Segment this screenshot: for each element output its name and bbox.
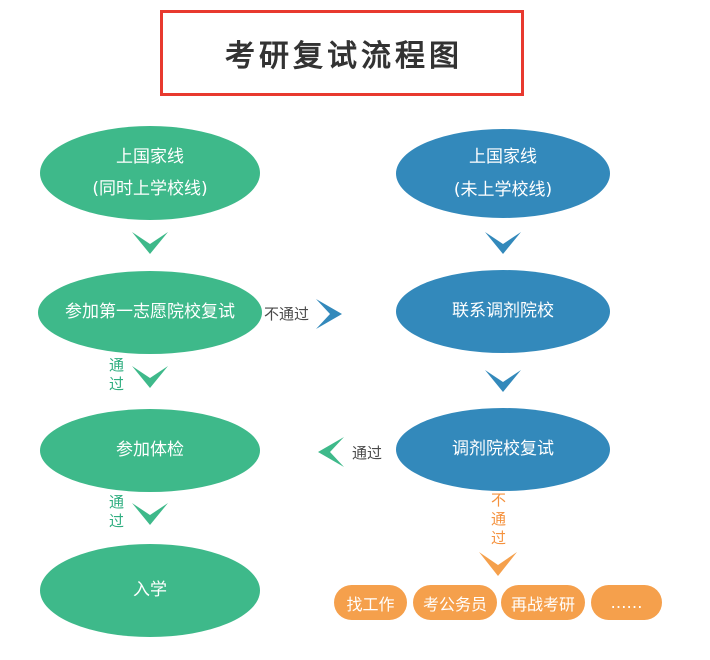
arrow-down-icon bbox=[479, 552, 517, 576]
pass-label: 通过 bbox=[352, 444, 383, 462]
outcome-ellipsis: …… bbox=[591, 585, 662, 620]
pass-label: 通过 bbox=[107, 494, 125, 532]
fail-label: 不通过 bbox=[264, 305, 310, 323]
pass-label: 通过 bbox=[107, 357, 125, 395]
arrow-down-icon bbox=[485, 232, 521, 254]
fail-label: 不通过 bbox=[489, 492, 507, 549]
node-text-line: 联系调剂院校 bbox=[452, 301, 554, 322]
node-adjustment-reexam: 调剂院校复试 bbox=[396, 408, 610, 491]
node-passed-national-and-school-line: 上国家线 (同时上学校线) bbox=[40, 126, 260, 220]
node-physical-exam: 参加体检 bbox=[40, 409, 260, 492]
node-passed-national-not-school-line: 上国家线 (未上学校线) bbox=[396, 129, 610, 218]
arrow-down-icon bbox=[132, 366, 168, 388]
arrow-down-icon bbox=[132, 503, 168, 525]
node-text-line: 入学 bbox=[133, 580, 167, 601]
node-contact-adjustment-school: 联系调剂院校 bbox=[396, 270, 610, 353]
node-text-line: 参加第一志愿院校复试 bbox=[65, 302, 235, 323]
arrow-down-icon bbox=[485, 370, 521, 392]
title-box: 考研复试流程图 bbox=[160, 10, 524, 96]
node-text-line: (未上学校线) bbox=[453, 179, 553, 200]
arrow-left-icon bbox=[318, 437, 344, 467]
node-enrollment: 入学 bbox=[40, 544, 260, 637]
outcome-civil-service-exam: 考公务员 bbox=[413, 585, 497, 620]
outcome-retake-exam: 再战考研 bbox=[501, 585, 585, 620]
node-text-line: 上国家线 bbox=[469, 147, 537, 168]
page-title: 考研复试流程图 bbox=[225, 39, 463, 74]
arrow-right-icon bbox=[316, 299, 342, 329]
arrow-down-icon bbox=[132, 232, 168, 254]
outcome-find-job: 找工作 bbox=[334, 585, 407, 620]
node-text-line: 上国家线 bbox=[116, 146, 184, 167]
node-text-line: (同时上学校线) bbox=[92, 179, 208, 199]
node-text-line: 参加体检 bbox=[116, 440, 184, 461]
node-text-line: 调剂院校复试 bbox=[452, 439, 554, 460]
node-first-choice-reexam: 参加第一志愿院校复试 bbox=[38, 271, 262, 354]
